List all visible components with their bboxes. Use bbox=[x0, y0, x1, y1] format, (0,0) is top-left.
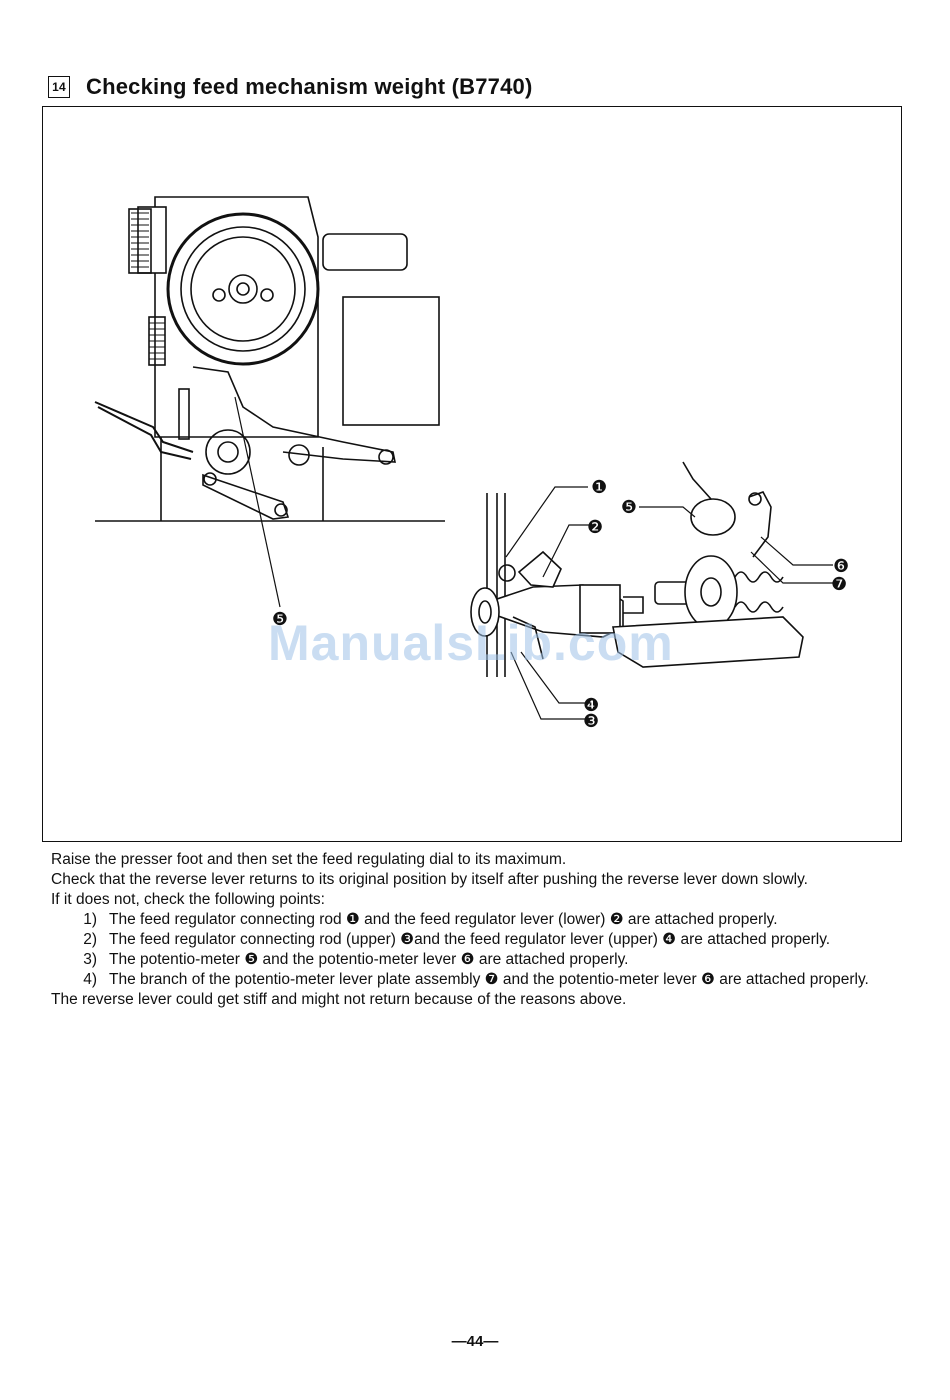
paragraph-3: If it does not, check the following poin… bbox=[51, 891, 325, 908]
callout-5-right: ❺ bbox=[621, 497, 637, 518]
list-index: 3) bbox=[83, 951, 97, 968]
callout-6: ❻ bbox=[833, 556, 849, 577]
instructions-text: Raise the presser foot and then set the … bbox=[51, 850, 889, 1010]
list-index: 4) bbox=[83, 971, 97, 988]
list-text: The feed regulator connecting rod (upper… bbox=[109, 931, 831, 948]
paragraph-2: Check that the reverse lever returns to … bbox=[51, 871, 808, 888]
closing-paragraph: The reverse lever could get stiff and mi… bbox=[51, 991, 627, 1008]
callout-7: ❼ bbox=[831, 574, 847, 595]
list-item: 1) The feed regulator connecting rod ❶ a… bbox=[51, 910, 889, 930]
list-text: The potentio-meter ❺ and the potentio-me… bbox=[109, 951, 629, 968]
detail-drawing bbox=[470, 461, 833, 720]
callout-5-left: ❺ bbox=[272, 609, 288, 630]
check-list: 1) The feed regulator connecting rod ❶ a… bbox=[51, 910, 889, 990]
machine-head-drawing bbox=[94, 196, 445, 608]
figure-frame: ❶ ❷ ❸ ❹ ❺ ❺ ❻ ❼ bbox=[42, 106, 902, 842]
watermark: ManualsLib.com bbox=[268, 615, 674, 671]
callout-4: ❹ bbox=[583, 695, 599, 716]
mechanism-illustration: ❶ ❷ ❸ ❹ ❺ ❺ ❻ ❼ bbox=[94, 196, 849, 732]
paragraph-1: Raise the presser foot and then set the … bbox=[51, 851, 567, 868]
callout-3: ❸ bbox=[583, 711, 599, 732]
list-item: 4) The branch of the potentio-meter leve… bbox=[51, 970, 889, 990]
page-number: —44— bbox=[451, 1333, 499, 1350]
section-title: Checking feed mechanism weight (B7740) bbox=[86, 74, 533, 99]
list-text: The feed regulator connecting rod ❶ and … bbox=[109, 911, 778, 928]
callout-1: ❶ bbox=[591, 477, 607, 498]
callout-2: ❷ bbox=[587, 517, 603, 538]
list-item: 2) The feed regulator connecting rod (up… bbox=[51, 930, 889, 950]
list-index: 1) bbox=[83, 911, 97, 928]
section-number: 14 bbox=[48, 76, 70, 98]
list-item: 3) The potentio-meter ❺ and the potentio… bbox=[51, 950, 889, 970]
list-index: 2) bbox=[83, 931, 97, 948]
list-text: The branch of the potentio-meter lever p… bbox=[109, 971, 869, 988]
section-heading: 14 Checking feed mechanism weight (B7740… bbox=[48, 74, 533, 100]
